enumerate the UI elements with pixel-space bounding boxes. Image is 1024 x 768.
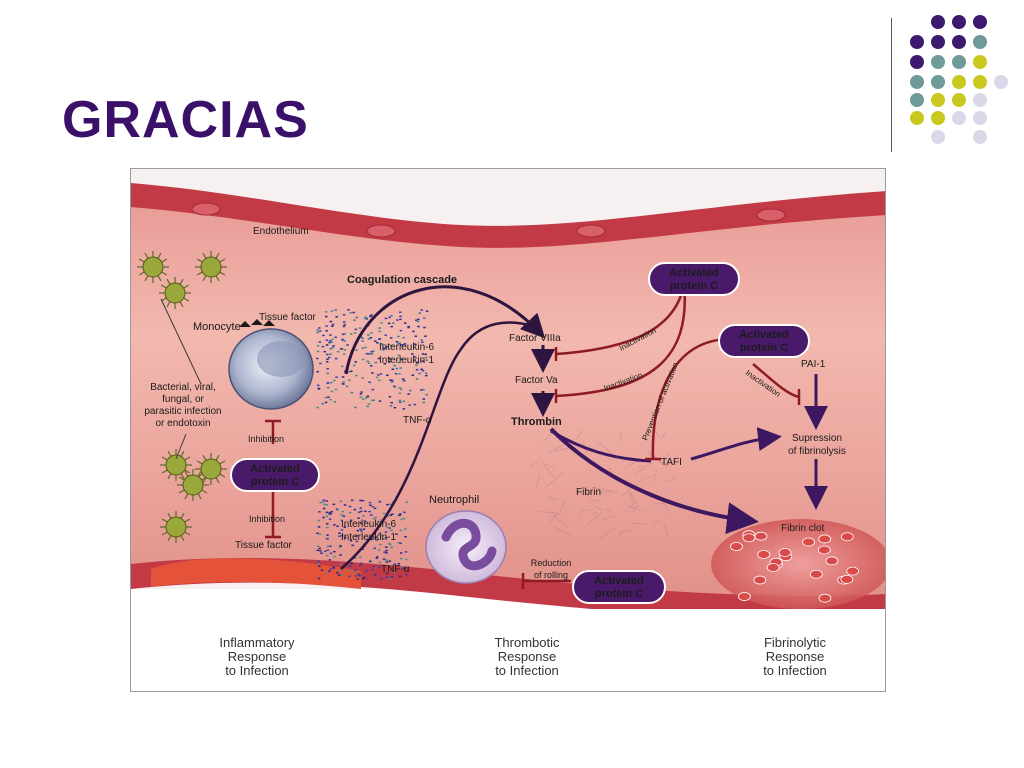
title-divider-line: [891, 18, 892, 152]
coagulation-cascade-label: Coagulation cascade: [347, 274, 457, 286]
endothelium-label: Endothelium: [253, 226, 309, 237]
decor-dot: [931, 93, 945, 107]
decor-dot: [973, 35, 987, 49]
sepsis-pathway-figure: Activated protein C Activated protein C …: [130, 168, 886, 692]
apc-right-line2: protein C: [740, 342, 788, 354]
apc-badge-left: Activated protein C: [230, 458, 320, 492]
infection-line3: parasitic infection: [144, 406, 221, 417]
tnf-bottom-label: TNF-α: [381, 564, 410, 575]
coagulation-cascade-arrow: [344, 285, 546, 375]
reduction-line1: Reduction: [531, 558, 572, 568]
inhibition-top-label: Inhibition: [248, 434, 284, 444]
thrombin-to-tafi-arrow: [550, 429, 652, 463]
tissue-factor-curve: [340, 321, 537, 570]
footer-area: [131, 609, 885, 691]
decor-dot: [973, 15, 987, 29]
infection-line4: or endotoxin: [155, 418, 210, 429]
decor-dot: [952, 93, 966, 107]
apc-top-line1: Activated: [669, 267, 719, 279]
factor-va-label: Factor Va: [515, 375, 558, 386]
factor-viiia-label: Factor VIIIa: [509, 333, 561, 344]
neutrophil-label: Neutrophil: [429, 494, 479, 506]
decor-dot: [952, 55, 966, 69]
decor-dot: [973, 75, 987, 89]
decor-dot: [910, 55, 924, 69]
fibrin-clot-mass: [711, 519, 885, 609]
figure-canvas: Activated protein C Activated protein C …: [131, 169, 885, 691]
interleukin6-top-label: Interleukin-6: [379, 342, 434, 353]
pathogen-icon: [137, 251, 169, 283]
reduction-line2: of rolling: [534, 570, 568, 580]
neutrophil-cell: [425, 510, 507, 584]
decor-dot: [931, 55, 945, 69]
decor-dot: [973, 130, 987, 144]
apc-badge-right: Activated protein C: [718, 324, 810, 358]
pathogen-icon: [195, 251, 227, 283]
endothelial-cells-top: [191, 202, 786, 238]
decor-dot: [931, 15, 945, 29]
interleukin1-bottom-label: Interleukin-1: [341, 532, 396, 543]
decor-dot: [952, 111, 966, 125]
decor-dot: [952, 15, 966, 29]
apc-badge-bottom: Activated protein C: [572, 570, 666, 604]
inhibition-lines: [265, 283, 801, 589]
pathogen-icon: [160, 449, 192, 481]
apc-bottom-line2: protein C: [595, 588, 643, 600]
apc-badge-top: Activated protein C: [648, 262, 740, 296]
pathogen-icon: [159, 277, 191, 309]
apc-right-line1: Activated: [739, 329, 789, 341]
decor-dot: [973, 111, 987, 125]
apc-top-line2: protein C: [670, 280, 718, 292]
decor-dot: [952, 35, 966, 49]
decor-dot: [910, 75, 924, 89]
decor-dot: [931, 111, 945, 125]
decor-dot: [994, 75, 1008, 89]
endothelium-wall-top: [131, 183, 885, 248]
pathogen-icon: [177, 469, 209, 501]
fibrin-clot-label: Fibrin clot: [781, 523, 825, 534]
monocyte-label: Monocyte: [193, 321, 241, 333]
tissue-factor-bottom-label: Tissue factor: [235, 540, 293, 551]
decor-dot: [931, 35, 945, 49]
interleukin1-top-label: Interleukin-1: [379, 355, 434, 366]
pai1-label: PAI-1: [801, 359, 826, 370]
fibrin-mesh: [530, 427, 678, 540]
infection-line2: fungal, or: [162, 394, 204, 405]
infection-line1: Bacterial, viral,: [150, 382, 216, 393]
decor-dot: [931, 130, 945, 144]
pathogen-icon: [160, 511, 192, 543]
pathogen-icon: [137, 251, 227, 543]
decor-dot: [910, 35, 924, 49]
apc-bottom-line1: Activated: [594, 575, 644, 587]
tafi-to-suppression-arrow: [690, 427, 782, 461]
thrombin-to-clot-arrow: [549, 427, 759, 535]
apc-left-line2: protein C: [251, 476, 299, 488]
decor-dot: [931, 75, 945, 89]
tafi-label: TAFI: [661, 457, 682, 468]
inhibition-bottom-label: Inhibition: [249, 514, 285, 524]
decor-dot: [973, 55, 987, 69]
thrombin-label: Thrombin: [511, 416, 562, 428]
slide-title: GRACIAS: [62, 91, 309, 149]
caption-fibrinolytic: Fibrinolytic Response to Infection: [763, 635, 827, 678]
interleukin6-bottom-label: Interleukin-6: [341, 519, 396, 530]
caption-inflammatory: Inflammatory Response to Infection: [219, 635, 295, 678]
apc-left-line1: Activated: [250, 463, 300, 475]
monocyte-cell: [228, 319, 314, 410]
fibrin-label: Fibrin: [576, 487, 601, 498]
decor-dot: [910, 93, 924, 107]
decor-dot: [910, 111, 924, 125]
activated-endothelium: [151, 558, 361, 589]
decor-dot: [973, 93, 987, 107]
cytokine-particles-top: [316, 309, 429, 410]
caption-thrombotic: Thrombotic Response to Infection: [494, 635, 560, 678]
suppression-line1: Supression: [792, 433, 842, 444]
decor-dot: [952, 75, 966, 89]
tissue-factor-top-label: Tissue factor: [259, 312, 317, 323]
tnf-top-label: TNF-α: [403, 415, 432, 426]
pathogen-icon: [195, 453, 227, 485]
suppression-line2: of fibrinolysis: [788, 446, 846, 457]
